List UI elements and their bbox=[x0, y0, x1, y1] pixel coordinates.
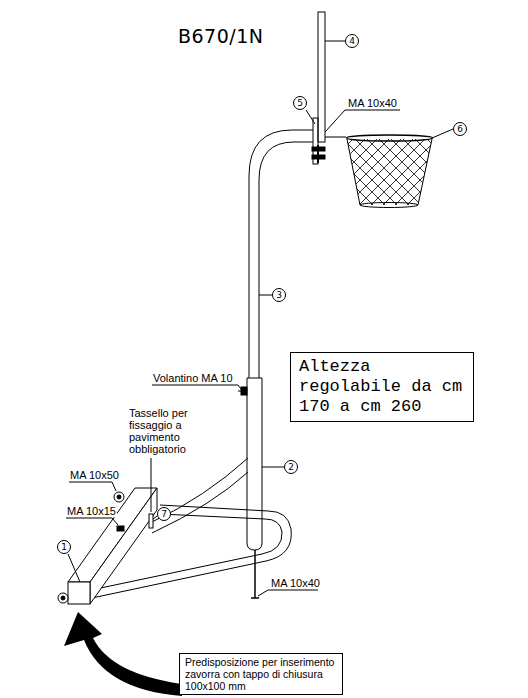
callout-number: 7 bbox=[157, 507, 171, 521]
leader-line bbox=[69, 482, 116, 491]
part-note: Tassello per fissaggio a pavimento obbli… bbox=[128, 407, 208, 455]
bolt-spec: MA 10x15 bbox=[66, 505, 117, 517]
backboard bbox=[318, 12, 325, 142]
pole bbox=[249, 130, 313, 382]
note-text: Altezza regolabile da cm 170 a cm 260 bbox=[299, 357, 465, 417]
leader-line bbox=[151, 458, 152, 512]
brace bbox=[152, 472, 248, 533]
nut bbox=[58, 593, 68, 603]
drawing-title: B670/1N bbox=[178, 25, 264, 47]
callout-number: 1 bbox=[57, 540, 71, 554]
bolt-spec: MA 10x40 bbox=[270, 577, 321, 589]
note-box: Altezza regolabile da cm 170 a cm 260 bbox=[290, 352, 474, 422]
callout-number: 6 bbox=[453, 122, 467, 136]
bolt-spec: MA 10x40 bbox=[347, 97, 398, 109]
knob bbox=[241, 387, 247, 395]
leader-line bbox=[432, 129, 453, 138]
net-side bbox=[347, 139, 432, 205]
callout-number-text: 7 bbox=[157, 507, 171, 521]
leader-line bbox=[259, 295, 272, 296]
callout-number: 2 bbox=[284, 460, 298, 474]
net-bottom bbox=[360, 203, 418, 208]
callout-number-text: 1 bbox=[57, 540, 71, 554]
sleeve bbox=[247, 378, 262, 550]
part-note: Volantino MA 10 bbox=[152, 372, 234, 384]
brace bbox=[152, 458, 248, 522]
bar-end bbox=[68, 582, 90, 604]
callout-number-text: 4 bbox=[345, 34, 359, 48]
note-text: Predisposizione per inserimento zavorra … bbox=[185, 656, 337, 692]
hoop-arm bbox=[325, 137, 346, 138]
leader-line bbox=[325, 110, 400, 132]
pointer-arrow bbox=[64, 612, 182, 696]
bolt-spec: MA 10x50 bbox=[69, 469, 120, 481]
note-box: Predisposizione per inserimento zavorra … bbox=[179, 653, 343, 695]
hoop-rim bbox=[347, 135, 433, 141]
leader-line bbox=[258, 590, 318, 596]
nut bbox=[117, 526, 124, 531]
callout-number: 5 bbox=[293, 96, 307, 110]
net bbox=[347, 139, 432, 205]
callout-number: 3 bbox=[272, 288, 286, 302]
leader-line bbox=[153, 516, 157, 519]
callout-number-text: 6 bbox=[453, 122, 467, 136]
leader-line bbox=[68, 554, 80, 582]
nut bbox=[114, 492, 124, 502]
leader-line bbox=[262, 467, 284, 468]
callout-number-text: 5 bbox=[293, 96, 307, 110]
leader-line bbox=[152, 385, 241, 389]
anchor bbox=[149, 514, 153, 528]
leader-line bbox=[306, 110, 315, 124]
bolt bbox=[254, 550, 256, 598]
pole bbox=[259, 142, 313, 382]
leader-line bbox=[325, 41, 345, 42]
callout-number-text: 2 bbox=[284, 460, 298, 474]
leader-line bbox=[66, 518, 118, 525]
callout-number: 4 bbox=[345, 34, 359, 48]
callout-number-text: 3 bbox=[272, 288, 286, 302]
